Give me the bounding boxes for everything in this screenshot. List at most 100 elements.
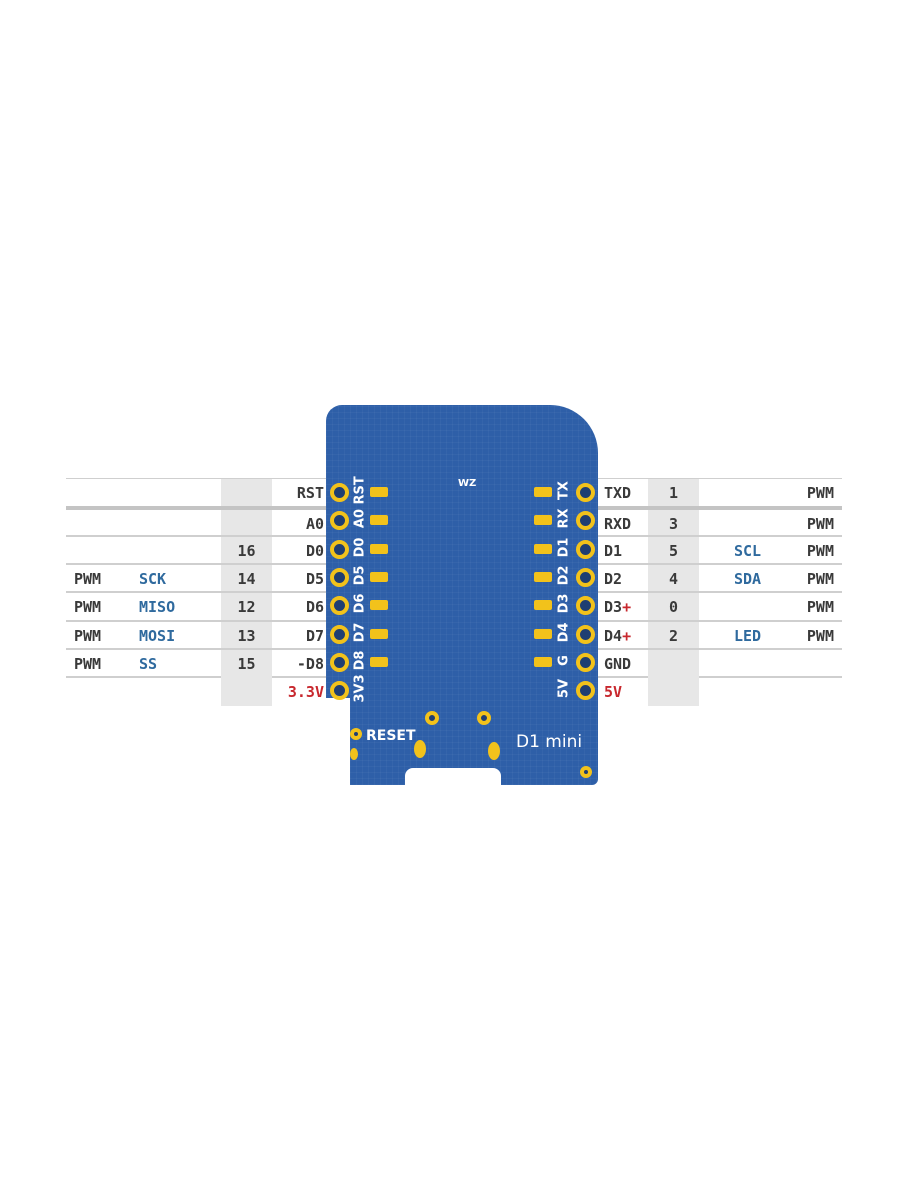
right-pin-row: TXD 1 PWM [598, 478, 842, 507]
left-table-bottom-line [66, 676, 221, 679]
gpio-number: 13 [221, 621, 272, 650]
left-pin-row: 3.3V [66, 676, 326, 707]
pwm-label: PWM [74, 569, 102, 588]
pwm-label: PWM [806, 515, 834, 534]
left-smd-pad [370, 600, 388, 611]
left-header-pin [330, 539, 349, 559]
pin-name-text: 5V [604, 683, 623, 702]
pin-name: A0 [305, 515, 324, 534]
right-header-pin [576, 624, 595, 644]
pin-name: 3.3V [287, 683, 324, 702]
pin-name: 5V [604, 678, 622, 706]
right-header-pin [576, 539, 595, 559]
solder-pad [350, 748, 358, 760]
pwm-label: PWM [806, 626, 834, 645]
right-smd-pad [534, 600, 552, 611]
pin-name: D1 [604, 537, 622, 565]
left-silk-label: D6 [352, 593, 368, 614]
right-silk-label: D3 [556, 593, 572, 614]
pin-name: -D8 [296, 654, 324, 673]
left-header-pin [330, 652, 349, 672]
right-silk-label: D1 [556, 537, 572, 558]
left-header-pin [330, 624, 349, 644]
pin-name: D2 [604, 565, 622, 593]
right-silk-label: D4 [556, 622, 572, 642]
pin-name: D0 [305, 541, 324, 560]
right-silk-label: D2 [556, 565, 572, 586]
pwm-label: PWM [806, 484, 834, 502]
right-table-bottom-line [648, 676, 842, 679]
d1-mini-board [326, 405, 598, 785]
gpio-number [221, 510, 272, 539]
gpio-number: 3 [648, 510, 699, 539]
right-smd-pad [534, 656, 552, 667]
right-header-pin [576, 652, 595, 672]
gpio-number: 5 [648, 536, 699, 565]
left-silk-label: D7 [352, 622, 368, 642]
alt-function-label: MOSI [139, 626, 176, 645]
left-silk-label: D0 [352, 537, 368, 558]
left-silk-label: D8 [352, 650, 368, 671]
alt-function-label: SCL [734, 541, 762, 560]
right-gpio-column-tail [648, 676, 699, 705]
alt-function-label: SDA [734, 569, 762, 588]
pin-name-text: RXD [604, 515, 632, 534]
pin-plus-mark: + [622, 626, 632, 645]
right-smd-pad [534, 628, 552, 639]
left-pin-row: RST [66, 478, 326, 507]
right-pin-row: D1 5 SCL PWM [598, 534, 842, 565]
alt-function-label: SCK [139, 569, 167, 588]
pin-name: D7 [305, 626, 324, 645]
solder-pad [580, 766, 592, 778]
gpio-number: 1 [648, 479, 699, 507]
gpio-number [648, 649, 699, 678]
left-gpio-column-tail [221, 676, 272, 705]
right-pin-row: GND [598, 647, 842, 678]
solder-pad [425, 711, 439, 725]
pin-name: D5 [305, 569, 324, 588]
left-pin-row: PWM SCK 14 D5 [66, 562, 326, 593]
gpio-number: 14 [221, 564, 272, 593]
reset-label: RESET [366, 728, 416, 744]
solder-pad [488, 742, 500, 760]
pin-name: RST [296, 484, 324, 502]
gpio-number: 15 [221, 649, 272, 678]
left-smd-pad [370, 628, 388, 639]
pin-name: TXD [604, 479, 631, 507]
pin-name: RXD [604, 510, 631, 538]
gpio-number: 12 [221, 593, 272, 622]
pin-name-text: D4 [604, 626, 623, 645]
left-pin-row: A0 [66, 506, 326, 539]
alt-function-label: LED [734, 626, 762, 645]
right-header-pin [576, 681, 595, 701]
right-silk-label: G [556, 654, 572, 666]
pin-name-text: D3 [604, 598, 623, 617]
right-silk-label: TX [556, 481, 572, 500]
pin-name-text: GND [604, 654, 632, 673]
solder-pad [414, 740, 426, 758]
left-silk-label: A0 [352, 509, 368, 529]
left-silk-label: 3V3 [352, 674, 368, 703]
pwm-label: PWM [74, 654, 102, 673]
solder-pad [350, 728, 362, 740]
left-header-pin [330, 511, 349, 531]
pin-name-text: D2 [604, 569, 623, 588]
right-pin-row: RXD 3 PWM [598, 506, 842, 539]
pin-plus-mark: + [622, 598, 632, 617]
pin-name: D3+ [604, 593, 631, 621]
wemos-logo: WZ [458, 478, 477, 489]
left-smd-pad [370, 571, 388, 582]
right-smd-pad [534, 543, 552, 554]
left-header-pin [330, 596, 349, 616]
left-smd-pad [370, 656, 388, 667]
pwm-label: PWM [806, 541, 834, 560]
left-smd-pad [370, 543, 388, 554]
right-smd-pad [534, 515, 552, 526]
pwm-label: PWM [806, 598, 834, 617]
